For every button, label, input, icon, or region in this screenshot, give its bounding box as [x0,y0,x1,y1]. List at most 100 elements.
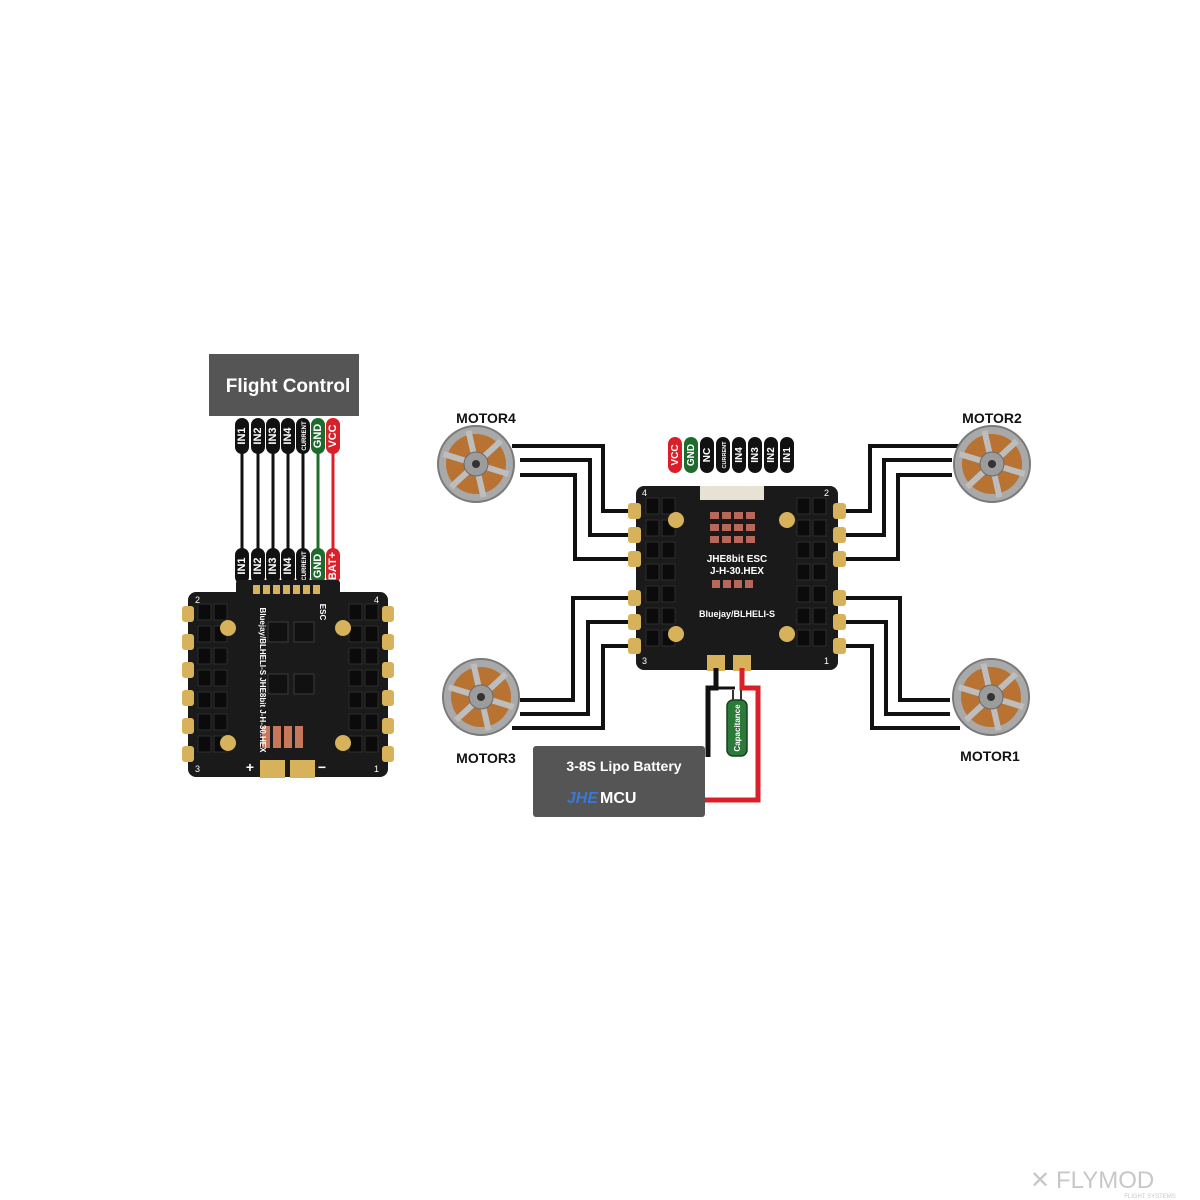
minus-mark: − [318,759,326,775]
pin-tag-label: IN4 [282,557,294,575]
battery-pad [733,655,751,671]
motor: MOTOR1 [952,658,1030,764]
connector-pin-tag: CURRENT [716,437,730,473]
pin-tag-bg [732,437,746,473]
motor-pad [182,718,194,734]
pin-tag-bg [266,548,280,584]
resistor [746,524,755,531]
pin-tag-label: IN1 [782,447,793,463]
mosfet [364,735,379,753]
shunt-resistor [712,580,720,588]
motor-pad [182,690,194,706]
esc-pin-tag: IN1 [235,548,249,584]
corner-number: 1 [824,656,829,666]
mosfet [197,603,212,621]
mosfet [645,563,660,581]
pin-tag-bg [311,418,325,454]
connector-pin-tag: NC [700,437,714,473]
fc-pin-tag: VCC [326,418,340,454]
esc-title-line1: JHE8bit ESC [707,554,768,565]
shunt-resistor [723,580,731,588]
mosfet [213,647,228,665]
pin-tag-label: IN3 [750,447,761,463]
motor: MOTOR4 [437,410,516,503]
connector-pin-tag: IN4 [732,437,746,473]
connector-pad [303,585,310,594]
motor-pad [833,527,846,543]
connector-pad [273,585,280,594]
pin-tag-bg [281,548,295,584]
fc-pin-tag: CURRENT [296,418,310,454]
corner-number: 1 [374,764,379,774]
motor-shaft [477,693,485,701]
mosfet [645,607,660,625]
motor-wire [840,444,960,513]
motor-pad [628,527,641,543]
motor-wire [840,473,952,561]
pin-tag-bg [748,437,762,473]
resistor [734,536,743,543]
fc-pin-tag: IN1 [235,418,249,454]
pin-tag-bg [311,548,325,584]
left-esc-board: + − 2 4 1 3 Bluejay/BLHELI-S JHE8bit J-H… [182,580,394,778]
mosfet [197,647,212,665]
motor-pad [628,590,641,606]
motor-phase-wires [512,444,960,730]
pin-tag-label: NC [702,448,713,462]
mosfet [796,607,811,625]
pin-tag-label: BAT+ [327,552,339,580]
mosfet [796,563,811,581]
mosfet [661,563,676,581]
mosfet [812,585,827,603]
motor-wire [520,620,634,716]
esc-firmware: Bluejay/BLHELI-S [699,609,775,619]
shunt-resistor [745,580,753,588]
left-esc-components [197,603,379,753]
pin-tag-label: GND [312,554,324,579]
mosfet [197,691,212,709]
motor-pad [833,551,846,567]
esc-pin-tag: IN2 [251,548,265,584]
right-esc-side-pads [628,503,846,654]
esc-title-line2: J-H-30.HEX [710,566,764,577]
motor-wire [840,644,960,730]
watermark-x-icon: ✕ [1030,1167,1050,1194]
resistor [722,524,731,531]
motor-pad [382,746,394,762]
connector-pin-tag: GND [684,437,698,473]
mosfet [364,669,379,687]
motor-pad [382,606,394,622]
corner-number: 4 [374,595,379,605]
connector-pad [293,585,300,594]
motor-label: MOTOR3 [456,750,516,766]
motor-shaft [472,460,480,468]
motor-wire [840,620,950,716]
pin-tag-bg [251,418,265,454]
pin-tag-bg [251,548,265,584]
signal-connector [700,486,764,500]
motor-wire [520,458,634,537]
motor-pad [382,634,394,650]
mosfet [645,541,660,559]
esc-mark: ESC [318,604,327,621]
motor-pad [833,638,846,654]
motor-wire [512,444,634,513]
pin-tag-label: IN4 [734,447,745,463]
pin-tag-label: CURRENT [722,441,728,469]
mosfet [661,607,676,625]
motor-pad [382,690,394,706]
pin-tag-label: IN1 [236,427,248,444]
mount-hole [220,735,236,751]
mosfet [796,629,811,647]
motor-wire [520,596,634,702]
corner-number: 3 [195,764,200,774]
motor-pad [382,662,394,678]
pin-tag-label: VCC [670,444,681,465]
resistor [710,524,719,531]
pin-tag-label: IN4 [282,427,294,445]
